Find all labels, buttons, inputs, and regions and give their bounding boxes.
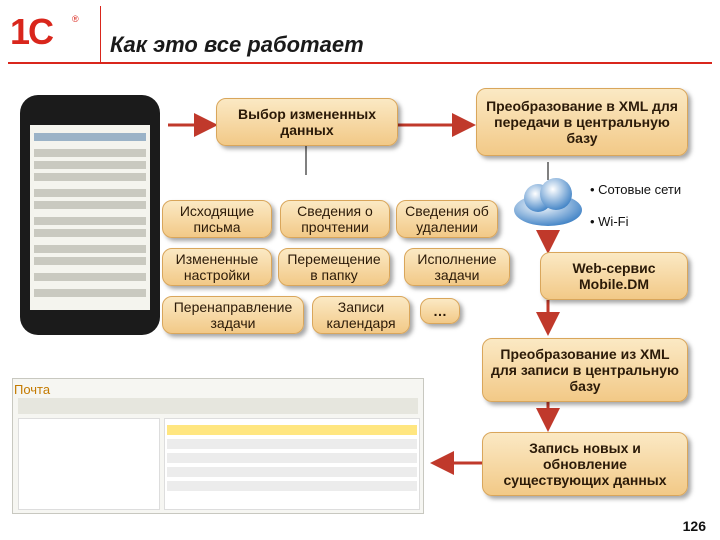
page-title: Как это все работает <box>110 32 364 57</box>
page-number: 126 <box>682 518 706 534</box>
header-rule <box>8 62 712 64</box>
box-outgoing-letters: Исходящие письма <box>162 200 272 238</box>
box-web-service: Web-сервис Mobile.DM <box>540 252 688 300</box>
phone-screen <box>30 125 150 310</box>
box-move-folder: Перемещение в папку <box>278 248 390 286</box>
box-calendar-entries: Записи календаря <box>312 296 410 334</box>
box-more: … <box>420 298 460 324</box>
box-task-execution: Исполнение задачи <box>404 248 510 286</box>
box-changed-settings: Измененные настройки <box>162 248 272 286</box>
logo-registered-mark: ® <box>72 14 79 24</box>
mail-window-title: Почта <box>14 382 51 397</box>
box-task-redirect: Перенаправление задачи <box>162 296 304 334</box>
bullet-wifi: • Wi-Fi <box>590 214 629 229</box>
bullet-cellular: • Сотовые сети <box>590 182 682 197</box>
mail-toolbar <box>18 398 418 414</box>
mail-message-list <box>164 418 420 510</box>
box-delete-info: Сведения об удалении <box>396 200 498 238</box>
cloud-icon <box>514 178 582 226</box>
box-convert-xml-send: Преобразование в XML для передачи в цент… <box>476 88 688 156</box>
header-divider <box>100 6 101 62</box>
company-logo: 1С ® <box>10 12 90 52</box>
box-select-changed: Выбор измененных данных <box>216 98 398 146</box>
mail-folder-tree <box>18 418 160 510</box>
box-read-info: Сведения о прочтении <box>280 200 390 238</box>
box-write-update: Запись новых и обновление существующих д… <box>482 432 688 496</box>
logo-text: 1С <box>10 11 54 52</box>
box-convert-from-xml: Преобразование из XML для записи в центр… <box>482 338 688 402</box>
